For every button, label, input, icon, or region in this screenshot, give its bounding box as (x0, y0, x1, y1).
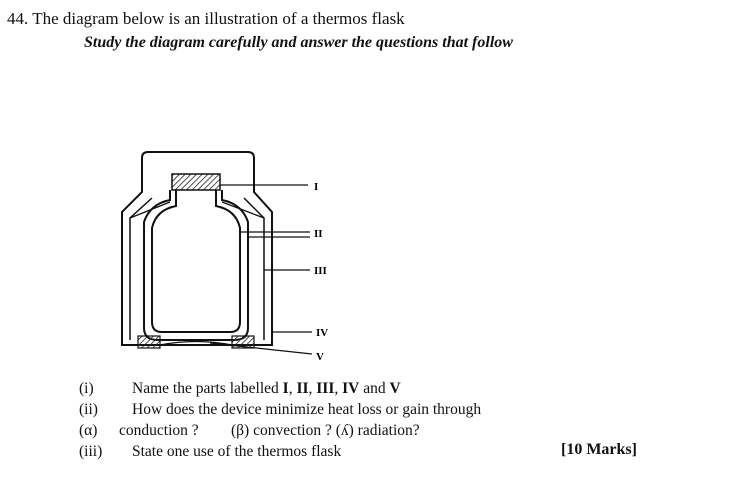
label-IV: IV (316, 327, 328, 339)
item-iii-num: (iii) (79, 443, 103, 460)
item-ii: (ii) How does the device minimize heat l… (79, 401, 481, 419)
item-i: (i) Name the parts labelled I, II, III, … (79, 380, 401, 398)
stopper (171, 173, 221, 191)
item-ii-text: How does the device minimize heat loss o… (132, 401, 482, 418)
inner-case-wall (129, 197, 153, 340)
item-alpha: (α) conduction ? (β) convection ? (ʎ) ra… (79, 422, 420, 440)
vacuum-bottle-outer (143, 190, 249, 341)
vacuum-bottle-inner (151, 190, 241, 333)
thermos-flask-diagram: I II III IV V (100, 140, 360, 370)
item-alpha-num: (α) (79, 422, 98, 439)
item-i-text: Name the parts labelled I, II, III, IV a… (132, 380, 401, 397)
item-iii-text: State one use of the thermos flask (132, 443, 342, 460)
question-instruction: Study the diagram carefully and answer t… (84, 34, 513, 51)
item-ii-num: (ii) (79, 401, 98, 418)
label-V: V (316, 351, 324, 363)
thermos-flask-svg: I II III IV V (121, 151, 328, 363)
item-alpha-text: conduction ? (119, 422, 199, 439)
question-title: 44. The diagram below is an illustration… (7, 9, 405, 28)
marks-allocation: [10 Marks] (561, 441, 637, 458)
label-II: II (314, 228, 323, 240)
bottom-support-left (137, 335, 161, 349)
label-III: III (314, 265, 327, 277)
item-i-num: (i) (79, 380, 94, 397)
item-beta-text: (β) convection ? (ʎ) radiation? (231, 422, 420, 439)
item-iii: (iii) State one use of the thermos flask (79, 443, 341, 461)
bottom-support-right (231, 335, 255, 349)
label-I: I (314, 181, 318, 193)
outer-case (121, 151, 273, 346)
